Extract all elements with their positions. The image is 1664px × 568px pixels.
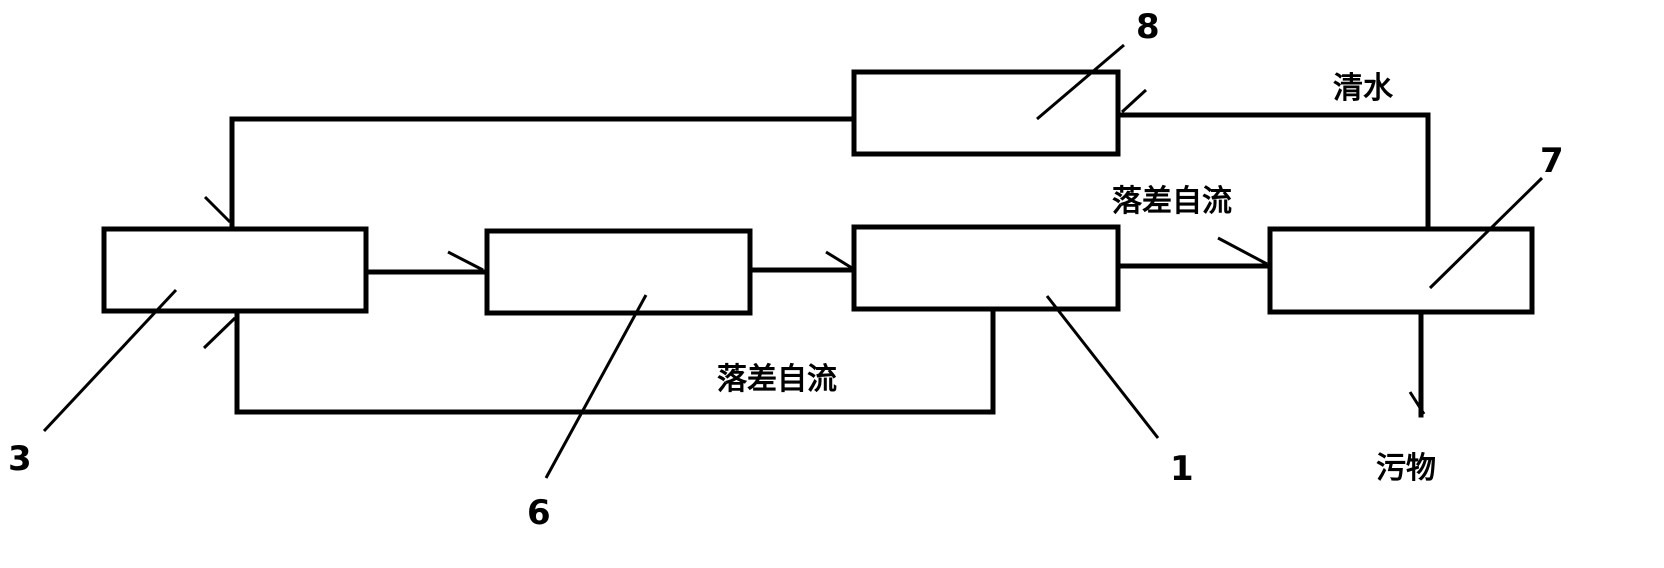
leader-6: [544, 294, 648, 479]
unit-8-number: 8: [1136, 7, 1160, 47]
gravity-flow-label-bottom: 落差自流: [717, 362, 837, 397]
pipe-1-to-3-return: [234, 309, 996, 415]
unit-1-number: 1: [1170, 449, 1194, 489]
arrow-into-3-top-icon: [203, 195, 232, 224]
arrow-to-sludge-icon: [1408, 391, 1426, 415]
unit-7-number: 7: [1540, 141, 1564, 181]
arrow-into-6-icon: [447, 250, 484, 272]
leader-8: [1036, 43, 1125, 121]
unit-3-number: 3: [8, 439, 32, 479]
leader-1: [1045, 295, 1160, 439]
unit-6-box: [484, 228, 753, 316]
clear-water-label: 清水: [1333, 71, 1394, 106]
flow-lines: [229, 112, 1431, 418]
arrow-into-1-icon: [825, 250, 853, 270]
sludge-label: 污物: [1376, 451, 1436, 486]
leader-3: [42, 288, 178, 433]
unit-3-box: [101, 226, 369, 314]
unit-6-number: 6: [527, 493, 551, 533]
flow-arrows: [202, 88, 1426, 415]
pipe-7-to-8: [1117, 112, 1431, 232]
unit-7-box: [1267, 226, 1535, 315]
leader-7: [1428, 176, 1544, 290]
gravity-flow-label-top: 落差自流: [1112, 184, 1232, 219]
pipe-8-to-3: [229, 116, 857, 232]
unit-1-box: [851, 224, 1121, 312]
arrow-into-7-icon: [1217, 236, 1268, 266]
arrow-into-8-icon: [1120, 88, 1148, 114]
leader-lines: [42, 43, 1544, 479]
arrow-into-3-bottom-icon: [202, 316, 237, 350]
